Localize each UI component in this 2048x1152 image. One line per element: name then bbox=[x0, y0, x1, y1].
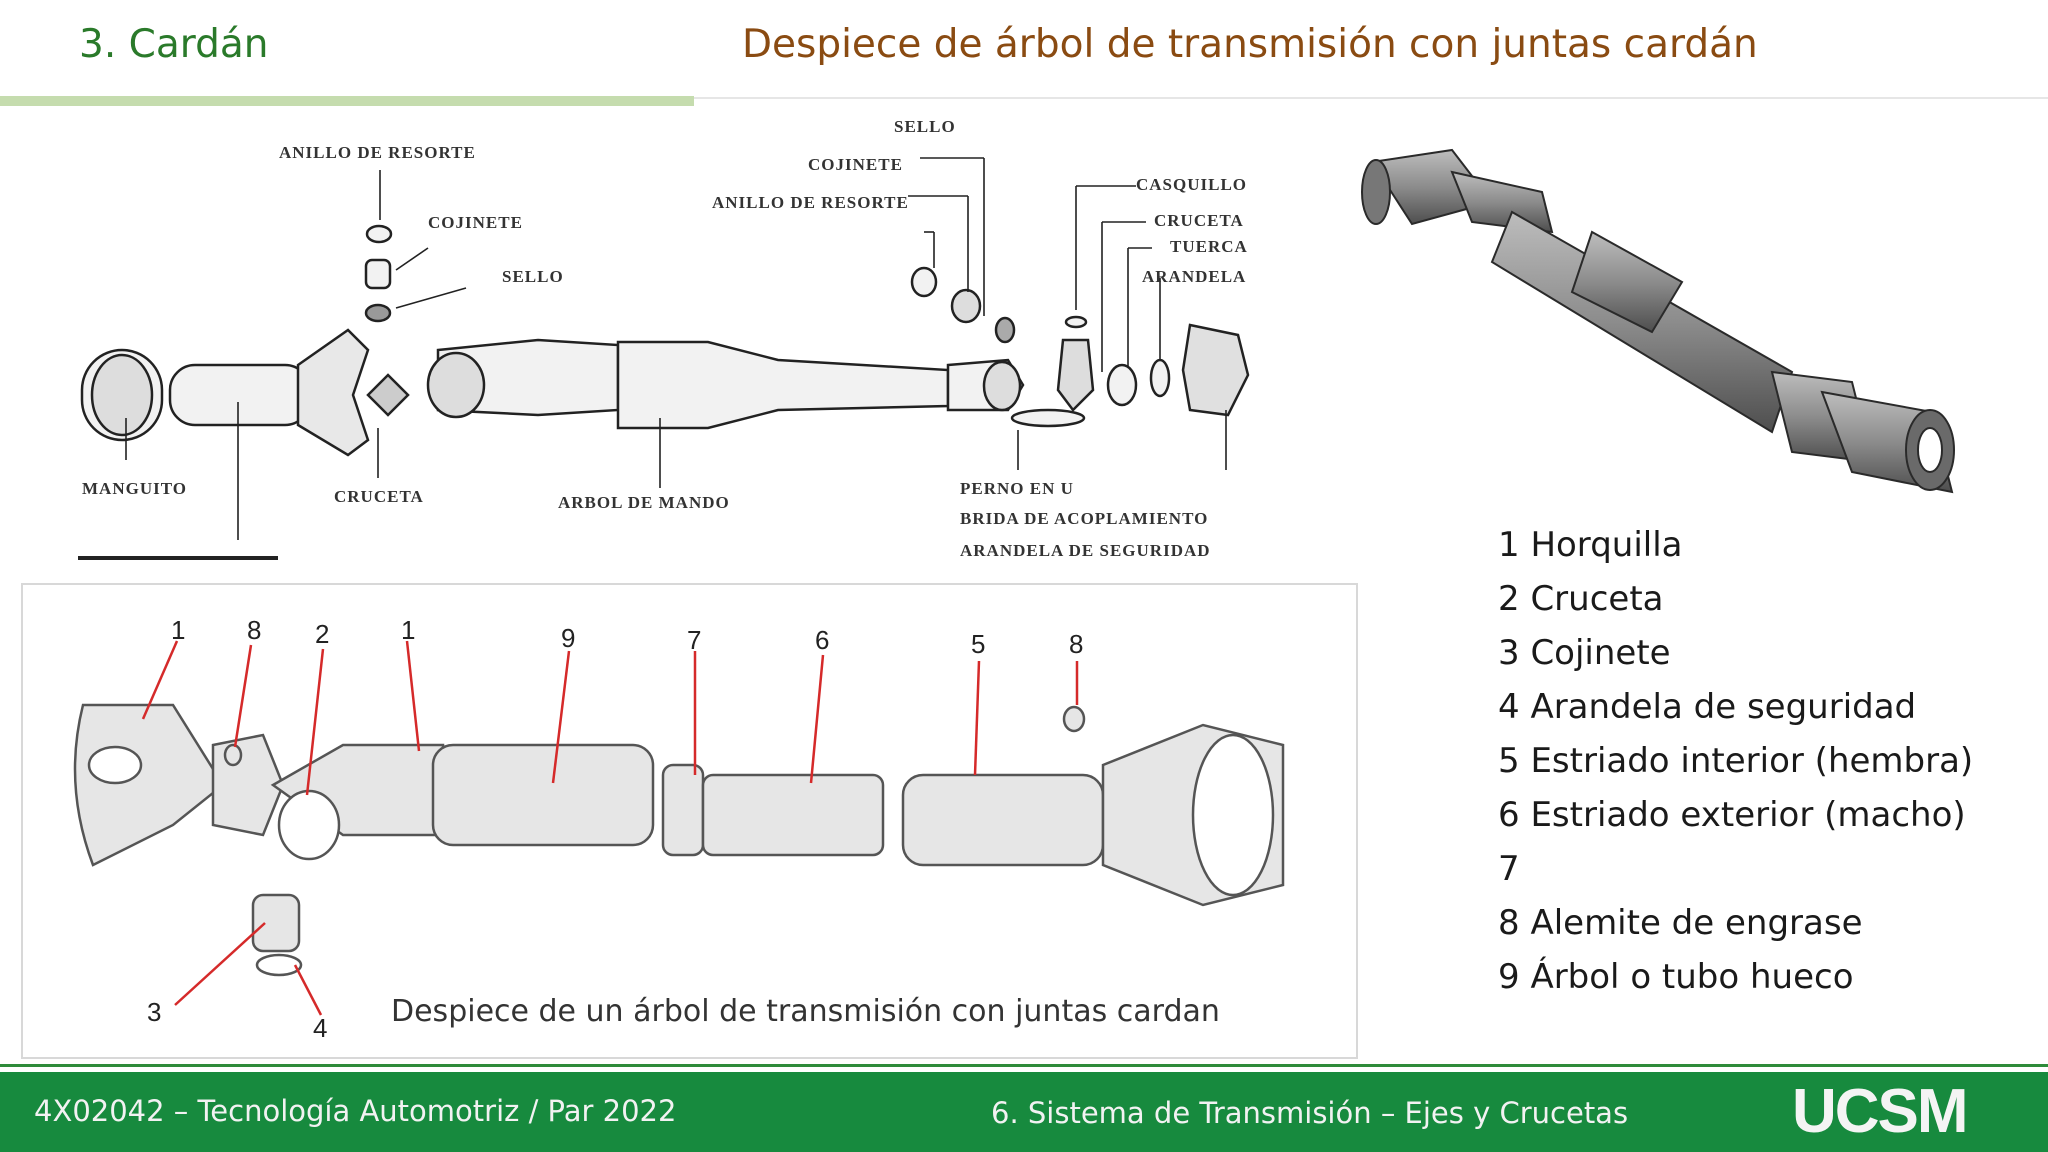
footer-separator bbox=[0, 1064, 2048, 1067]
slip-yoke-part bbox=[168, 363, 312, 427]
callout-8b: 8 bbox=[1069, 629, 1083, 659]
estriado-interior-part bbox=[901, 773, 1105, 867]
label-arandela-seguridad: ARANDELA DE SEGURIDAD bbox=[960, 541, 1211, 560]
legend-item: 6 Estriado exterior (macho) bbox=[1498, 795, 1966, 835]
tubo-hueco-part bbox=[431, 743, 655, 847]
callout-7: 7 bbox=[687, 625, 701, 655]
footer-bar: 4X02042 – Tecnología Automotriz / Par 20… bbox=[0, 1072, 2048, 1152]
callout-8a: 8 bbox=[247, 615, 261, 645]
bottom-exploded-diagram: 1 8 2 1 9 7 6 5 8 3 4 Despiece de un árb… bbox=[21, 583, 1358, 1059]
legend-item: 1 Horquilla bbox=[1498, 525, 1683, 565]
callout-1b: 1 bbox=[401, 615, 415, 645]
label-anillo-resorte-left: ANILLO DE RESORTE bbox=[279, 143, 476, 162]
label-manguito: MANGUITO bbox=[82, 479, 187, 498]
legend-item: 9 Árbol o tubo hueco bbox=[1498, 957, 1854, 997]
callout-5: 5 bbox=[971, 629, 985, 659]
legend-item: 2 Cruceta bbox=[1498, 579, 1664, 619]
label-cruceta-right: CRUCETA bbox=[1154, 211, 1244, 230]
callout-1a: 1 bbox=[171, 615, 185, 645]
slide-title: Despiece de árbol de transmisión con jun… bbox=[742, 22, 1758, 67]
footer-topic: 6. Sistema de Transmisión – Ejes y Cruce… bbox=[991, 1096, 1629, 1130]
label-casquillo: CASQUILLO bbox=[1136, 175, 1247, 194]
estriado-exterior-part bbox=[701, 773, 885, 857]
cardan-shaft-3d-image bbox=[1352, 132, 1972, 512]
cruceta-left-part bbox=[366, 373, 410, 417]
callout-6: 6 bbox=[815, 625, 829, 655]
legend-item: 4 Arandela de seguridad bbox=[1498, 687, 1917, 727]
legend-item: 3 Cojinete bbox=[1498, 633, 1671, 673]
ucsm-logo: UCSM bbox=[1792, 1077, 1969, 1146]
label-brida: BRIDA DE ACOPLAMIENTO bbox=[960, 509, 1208, 528]
parts-legend: 1 Horquilla 2 Cruceta 3 Cojinete 4 Arand… bbox=[1498, 518, 1973, 1004]
header-rule bbox=[0, 97, 2048, 99]
label-sello-left: SELLO bbox=[502, 267, 564, 286]
legend-item: 8 Alemite de engrase bbox=[1498, 903, 1863, 943]
top-exploded-diagram: ANILLO DE RESORTE COJINETE SELLO SELLO C… bbox=[78, 110, 1254, 560]
label-tuerca: TUERCA bbox=[1170, 237, 1248, 256]
label-arbol-mando: ARBOL DE MANDO bbox=[558, 493, 730, 512]
legend-item: 5 Estriado interior (hembra) bbox=[1498, 741, 1974, 781]
bottom-diagram-caption: Despiece de un árbol de transmisión con … bbox=[391, 994, 1220, 1029]
label-sello-right: SELLO bbox=[894, 117, 956, 136]
callout-3: 3 bbox=[147, 997, 161, 1027]
callout-2: 2 bbox=[315, 619, 329, 649]
section-title: 3. Cardán bbox=[79, 22, 269, 67]
label-cojinete-right: COJINETE bbox=[808, 155, 903, 174]
label-cruceta-left: CRUCETA bbox=[334, 487, 424, 506]
label-cojinete-left: COJINETE bbox=[428, 213, 523, 232]
horquilla-left-part bbox=[73, 703, 225, 867]
callout-9: 9 bbox=[561, 623, 575, 653]
footer-course: 4X02042 – Tecnología Automotriz / Par 20… bbox=[34, 1094, 677, 1128]
label-arandela: ARANDELA bbox=[1142, 267, 1246, 286]
legend-item: 7 bbox=[1498, 849, 1520, 889]
header-accent-bar bbox=[0, 96, 694, 106]
brida-part bbox=[1181, 323, 1250, 417]
label-perno-u: PERNO EN U bbox=[960, 479, 1074, 498]
callout-4: 4 bbox=[313, 1013, 327, 1043]
label-anillo-resorte-right: ANILLO DE RESORTE bbox=[712, 193, 909, 212]
